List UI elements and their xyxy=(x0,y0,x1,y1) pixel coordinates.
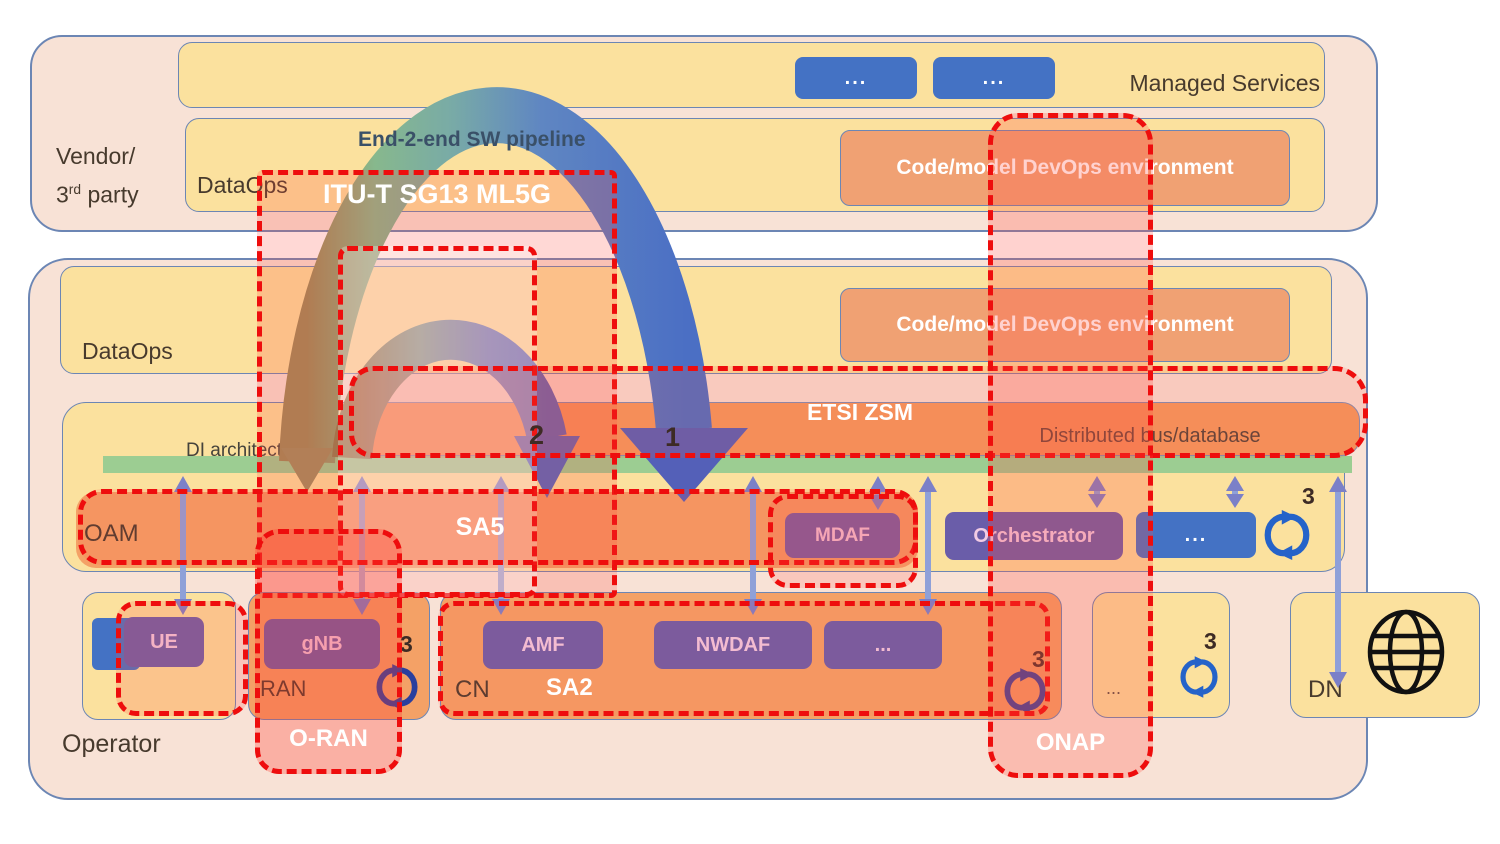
sync-icon xyxy=(1180,656,1218,703)
etsi-zsm-scope-box xyxy=(349,366,1368,458)
nwdaf-box: NWDAF xyxy=(654,621,812,669)
ue-box: UE xyxy=(124,617,204,667)
gnb-box: gNB xyxy=(264,619,380,669)
cn-label: CN xyxy=(455,676,490,703)
sync-count-badge: 3 xyxy=(400,631,413,657)
operator-dataops-label: DataOps xyxy=(82,338,173,364)
misc-function-box xyxy=(1092,592,1230,718)
managed-service-box-1: ... xyxy=(795,57,917,99)
amf-box: AMF xyxy=(483,621,603,669)
cn-dots-box: ... xyxy=(824,621,942,669)
mdaf-scope-box xyxy=(768,494,918,588)
sa2-scope-label: SA2 xyxy=(546,674,593,701)
globe-icon xyxy=(1362,608,1450,701)
sa5-scope-label: SA5 xyxy=(455,513,505,541)
flow-step-2: 2 xyxy=(529,420,545,450)
pipeline-label: End-2-end SW pipeline xyxy=(358,128,586,151)
itut-scope-label: ITU-T SG13 ML5G xyxy=(322,179,552,209)
operator-label: Operator xyxy=(62,730,161,758)
vendor-party-line2: 3rd party xyxy=(56,181,139,208)
green-data-fabric-bar xyxy=(103,456,1352,473)
inner-scope-box xyxy=(338,246,537,597)
sync-icon xyxy=(1264,510,1310,565)
vendor-party-label: Vendor/ 3rd party xyxy=(56,140,139,212)
onap-scope-label: ONAP xyxy=(1035,729,1106,756)
etsi-zsm-scope-label: ETSI ZSM xyxy=(806,399,914,425)
sa2-scope-box xyxy=(438,601,1050,716)
managed-services-label: Managed Services xyxy=(1129,70,1321,96)
ran-label: RAN xyxy=(260,676,307,701)
oran-scope-box xyxy=(255,529,402,774)
ue-scope-box xyxy=(116,601,248,716)
itut-scope-box xyxy=(257,170,617,598)
mdaf-box: MDAF xyxy=(785,513,900,558)
dots-label: ... xyxy=(982,66,1006,89)
orchestrator-box: Orchestrator xyxy=(945,512,1123,560)
oam-dots-box: ... xyxy=(1136,512,1256,558)
dn-box xyxy=(1290,592,1480,718)
sync-count-badge: 3 xyxy=(1032,646,1045,672)
di-architecture-label: DI architecture xyxy=(186,440,310,461)
oran-scope-label: O-RAN xyxy=(289,725,368,752)
vendor-party-line1: Vendor/ xyxy=(56,143,136,169)
dots-label: ... xyxy=(844,66,868,89)
flow-step-1: 1 xyxy=(665,422,681,452)
sync-count-badge: 3 xyxy=(1302,483,1315,509)
onap-scope-box xyxy=(988,113,1153,778)
vendor-dataops-label: DataOps xyxy=(197,172,288,198)
managed-service-box-2: ... xyxy=(933,57,1055,99)
managed-services-bar xyxy=(178,42,1325,108)
sync-icon xyxy=(1004,668,1046,719)
misc-dots-label: ... xyxy=(1106,678,1122,698)
sync-count-badge: 3 xyxy=(1204,628,1217,654)
